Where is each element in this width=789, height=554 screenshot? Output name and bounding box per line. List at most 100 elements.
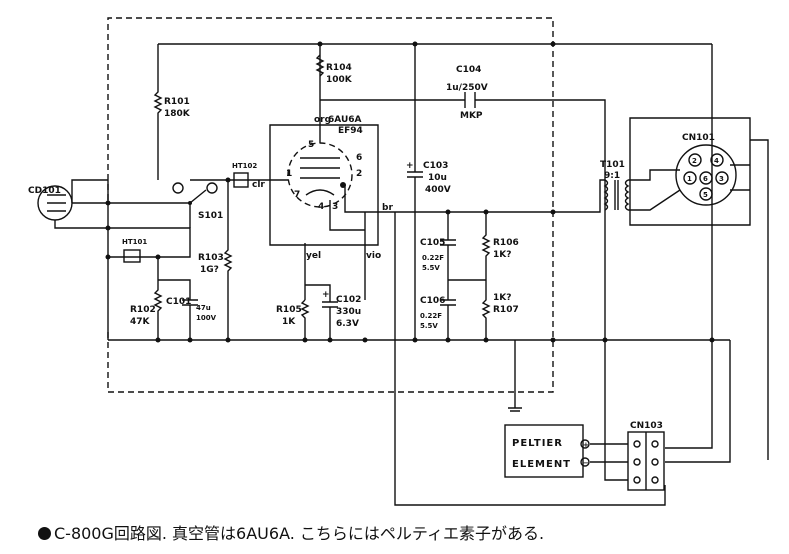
ht102-heater <box>233 172 249 188</box>
cn101-pin-5: 5 <box>703 191 708 199</box>
r107-ref: R107 <box>493 305 519 315</box>
tube-6au6a <box>287 142 353 208</box>
r104-resistor <box>315 54 325 77</box>
c103-value: 10u <box>428 173 447 183</box>
cn101-pin-6: 6 <box>703 175 708 183</box>
tube-br: br <box>382 203 393 213</box>
t101-ratio: 9:1 <box>604 171 620 181</box>
r104-ref: R104 <box>326 63 352 73</box>
s101-switch <box>172 182 218 228</box>
r105-ref: R105 <box>276 305 302 315</box>
t101-ref: T101 <box>600 160 625 170</box>
r101-ref: R101 <box>164 97 190 107</box>
r101-resistor <box>153 44 163 180</box>
peltier-plus-terminal <box>580 439 590 449</box>
t101-transformer <box>553 169 681 213</box>
tube-leads <box>304 44 553 300</box>
r105-value: 1K <box>282 317 296 327</box>
r101-value: 180K <box>164 109 191 119</box>
tube-pin-2: 2 <box>356 169 362 179</box>
c106-voltage: 5.5V <box>420 322 438 330</box>
r106-value: 1K? <box>493 250 511 260</box>
tube-pin-5: 5 <box>308 140 314 150</box>
cd101-capsule <box>37 179 108 229</box>
c102-ref: C102 <box>336 295 361 305</box>
r103-value: 1G? <box>200 265 219 275</box>
c102-cap <box>305 284 338 340</box>
figure-caption: C-800G回路図. 真空管は6AU6A. こちらにはペルティエ素子がある. <box>38 520 544 544</box>
peltier-minus: − <box>583 459 589 467</box>
cn101-ref: CN101 <box>682 133 715 143</box>
c104-cap <box>464 92 476 108</box>
c103-voltage: 400V <box>425 185 451 195</box>
peltier-wiring <box>394 212 731 506</box>
caption-text: C-800G回路図. 真空管は6AU6A. こちらにはペルティエ素子がある. <box>54 524 545 543</box>
chassis-ground <box>508 340 522 412</box>
clr-label: clr <box>252 180 265 190</box>
c104-value: 1u/250V <box>446 83 488 93</box>
r106-ref: R106 <box>493 238 519 248</box>
r107-value: 1K? <box>493 293 511 303</box>
c102-plus: + <box>322 290 330 300</box>
c105-c106-chain <box>440 212 456 340</box>
r103-resistor <box>223 180 233 340</box>
c103-plus: + <box>406 161 414 171</box>
peltier-line2: ELEMENT <box>512 459 571 470</box>
cn101-pin-2: 2 <box>692 157 697 165</box>
c101-cap <box>158 279 198 340</box>
c101-value: 47u <box>196 304 211 312</box>
ht102-label: HT102 <box>232 162 257 170</box>
bullet-icon <box>38 527 51 540</box>
c105-value: 0.22F <box>422 254 444 262</box>
cn101-pin-3: 3 <box>719 175 724 183</box>
tube-frame <box>269 124 379 246</box>
peltier-element <box>504 424 584 478</box>
tube-vio: vio <box>366 251 381 261</box>
shield-outline <box>107 17 554 393</box>
cn103-ref: CN103 <box>630 421 663 431</box>
cn103-connector <box>627 431 665 491</box>
c106-value: 0.22F <box>420 312 442 320</box>
tube-org: org <box>314 115 331 125</box>
tube-pin-1: 1 <box>286 169 292 179</box>
c104-type: MKP <box>460 111 483 121</box>
tube-yel: yel <box>306 251 321 261</box>
r106-r107-chain <box>448 212 491 340</box>
tube-pin-6: 6 <box>356 153 362 163</box>
c102-value: 330u <box>336 307 361 317</box>
cn101-connector <box>629 117 769 460</box>
tube-type: 6AU6A <box>328 115 362 125</box>
r104-value: 100K <box>326 75 353 85</box>
s101-label: S101 <box>198 211 223 221</box>
c101-voltage: 100V <box>196 314 217 322</box>
ht101-label: HT101 <box>122 238 147 246</box>
c103-cap <box>407 44 423 340</box>
tube-alt: EF94 <box>338 126 363 136</box>
r102-value: 47K <box>130 317 151 327</box>
peltier-line1: PELTIER <box>512 438 563 449</box>
tube-pin-7: 7 <box>294 190 300 200</box>
r102-resistor <box>153 257 163 340</box>
left-bus <box>107 180 191 340</box>
c105-ref: C105 <box>420 238 445 248</box>
cn101-pin-1: 1 <box>687 175 692 183</box>
tube-pin-3: 3 <box>332 202 338 212</box>
r102-ref: R102 <box>130 305 156 315</box>
r103-ref: R103 <box>198 253 224 263</box>
c105-voltage: 5.5V <box>422 264 440 272</box>
plate-wire <box>320 99 606 340</box>
c102-voltage: 6.3V <box>336 319 359 329</box>
peltier-minus-terminal <box>580 457 590 467</box>
tube-pin-4: 4 <box>318 202 324 212</box>
peltier-plus: + <box>583 441 589 449</box>
c104-ref: C104 <box>456 65 481 75</box>
c101-ref: C101 <box>166 297 191 307</box>
c103-ref: C103 <box>423 161 448 171</box>
r105-resistor <box>300 299 310 340</box>
ground-junctions <box>105 41 715 343</box>
cn101-pin-4: 4 <box>714 157 719 165</box>
c106-ref: C106 <box>420 296 445 306</box>
ht101-heater <box>123 249 141 263</box>
cd101-label: CD101 <box>28 186 61 196</box>
